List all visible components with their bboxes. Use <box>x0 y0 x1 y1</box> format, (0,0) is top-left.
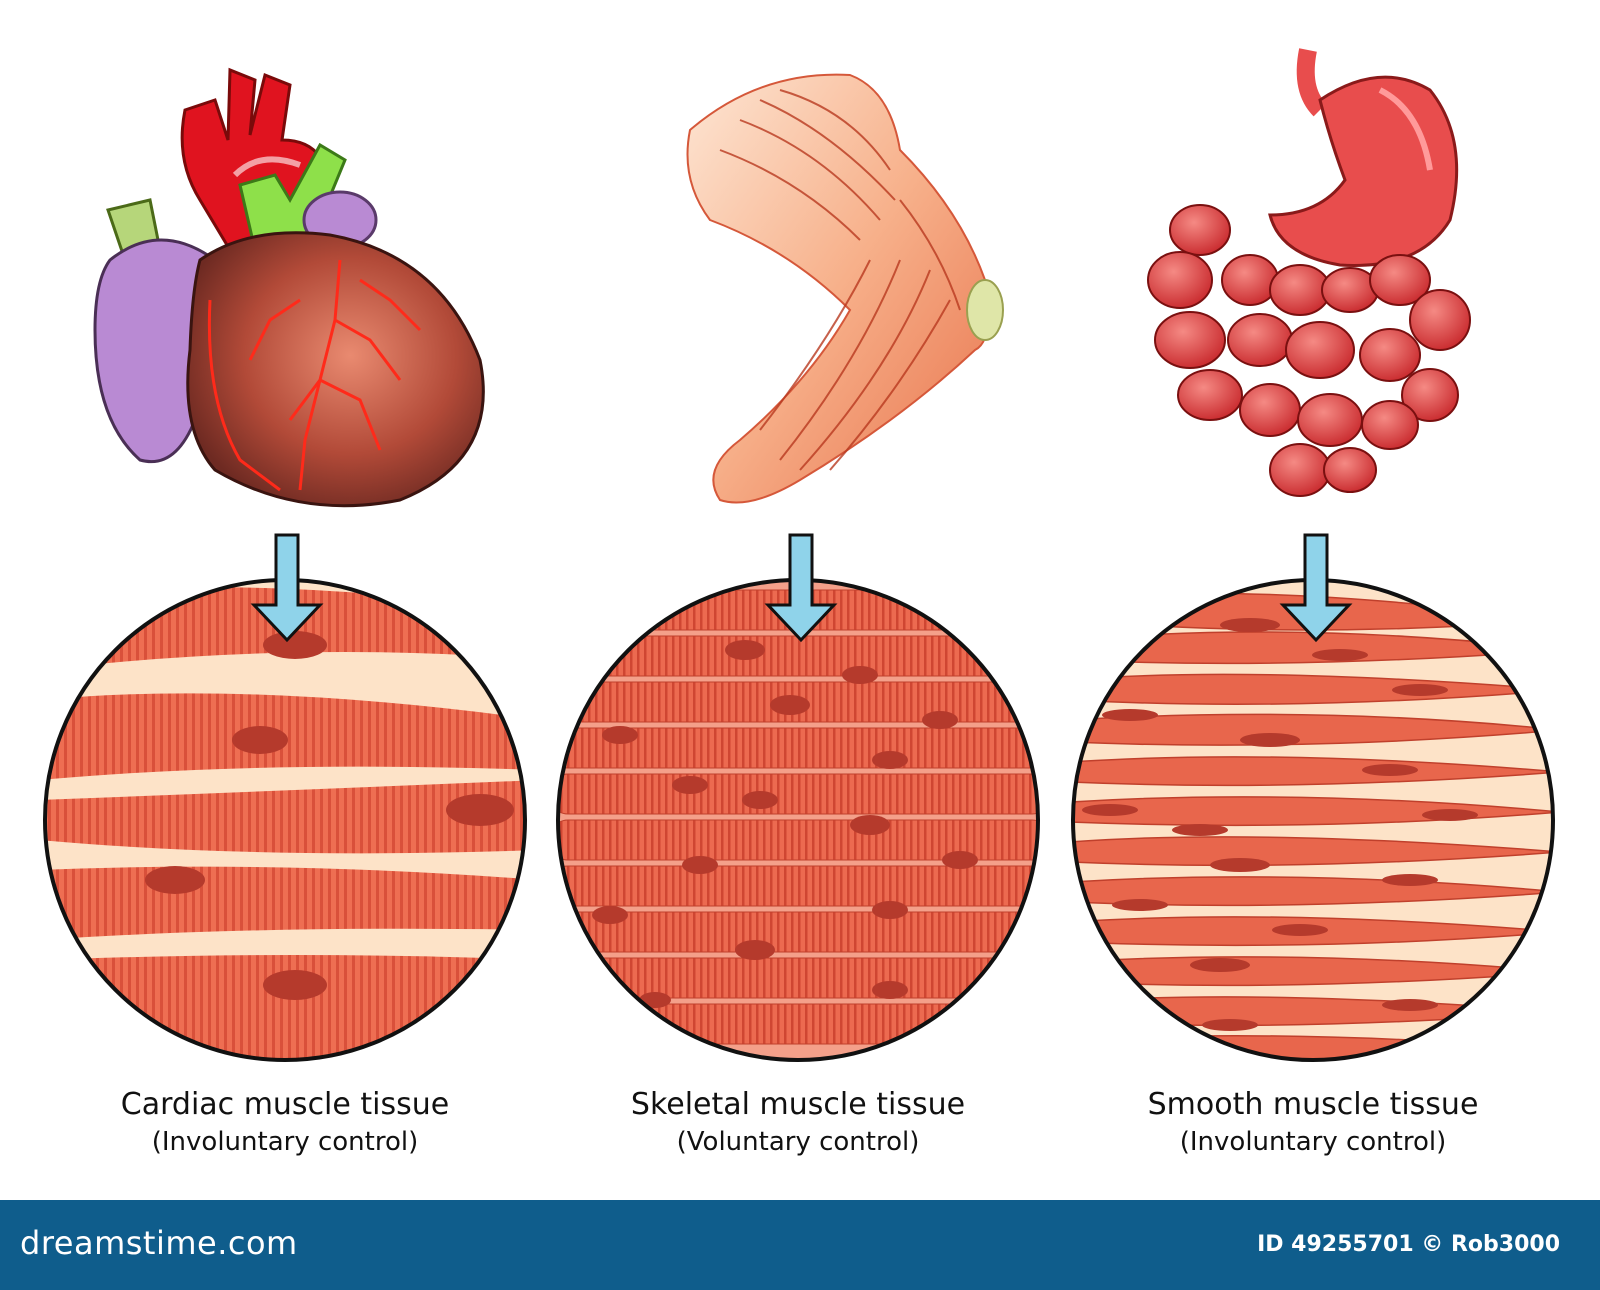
cardiac-title: Cardiac muscle tissue <box>35 1086 535 1124</box>
footer-bar: dreamstime.com ID 49255701 © Rob3000 <box>0 1200 1600 1290</box>
skeletal-tissue-circle <box>550 580 1050 1060</box>
image-credit: ID 49255701 © Rob3000 <box>1257 1232 1560 1257</box>
cardiac-tissue-circle <box>40 580 540 1060</box>
skeletal-control: (Voluntary control) <box>548 1124 1048 1160</box>
smooth-label: Smooth muscle tissue (Involuntary contro… <box>1063 1086 1563 1160</box>
skeletal-title: Skeletal muscle tissue <box>548 1086 1048 1124</box>
cardiac-label: Cardiac muscle tissue (Involuntary contr… <box>35 1086 535 1160</box>
watermark-logo: dreamstime.com <box>20 1224 298 1262</box>
arm-muscle-icon <box>688 75 1004 503</box>
heart-icon <box>95 70 483 506</box>
smooth-tissue-circle <box>1070 580 1560 1070</box>
smooth-title: Smooth muscle tissue <box>1063 1086 1563 1124</box>
muscle-tissue-illustration <box>0 0 1600 1200</box>
smooth-control: (Involuntary control) <box>1063 1124 1563 1160</box>
cardiac-control: (Involuntary control) <box>35 1124 535 1160</box>
digestive-organs-icon <box>1148 50 1470 496</box>
skeletal-label: Skeletal muscle tissue (Voluntary contro… <box>548 1086 1048 1160</box>
